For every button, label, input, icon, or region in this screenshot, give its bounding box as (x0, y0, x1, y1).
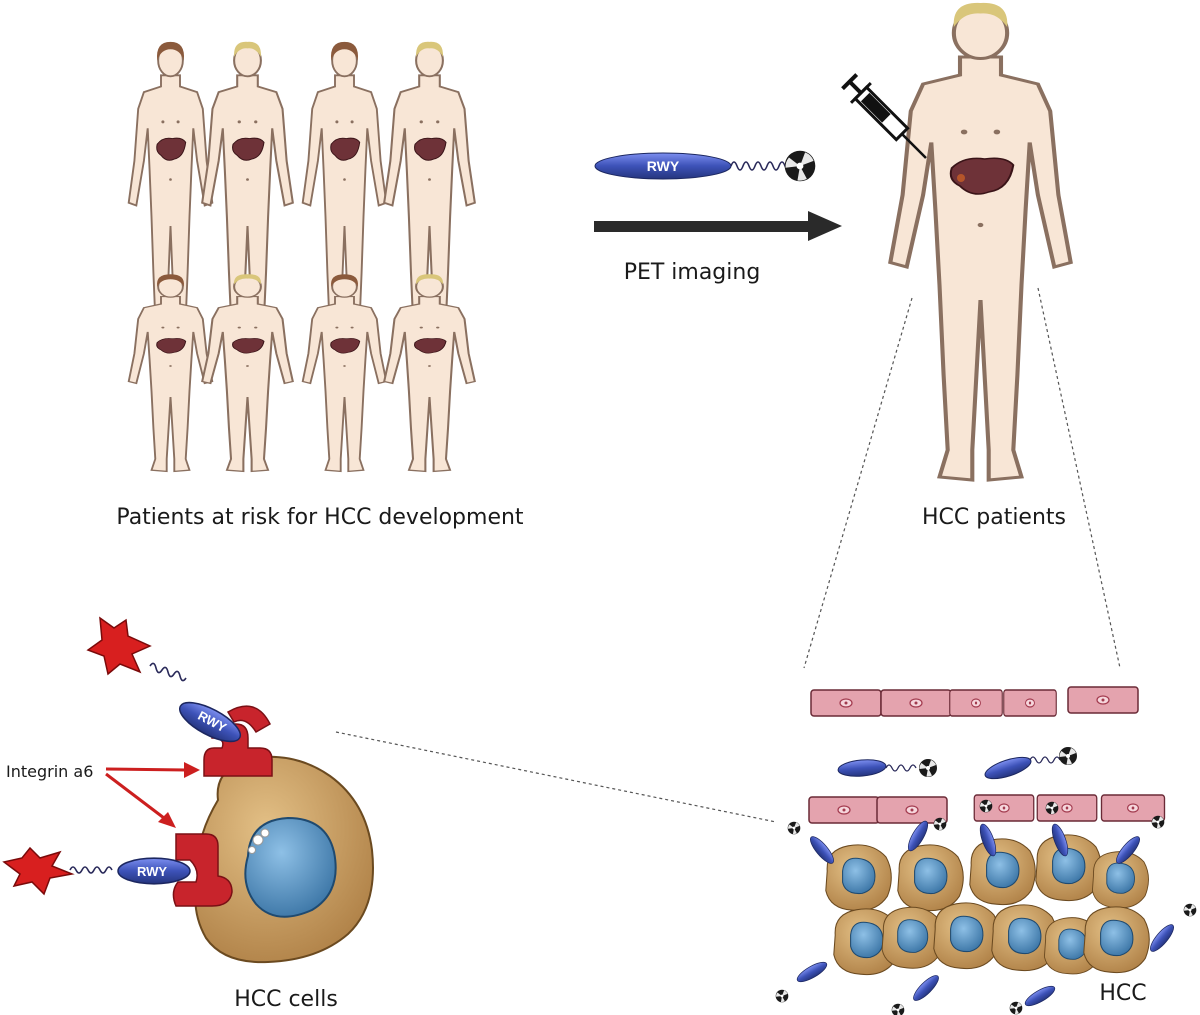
patient-female-3 (127, 274, 214, 473)
hcc-cell-large (194, 755, 374, 964)
bound-probe-bottom: RWY (2, 846, 191, 896)
pet-arrow (594, 211, 842, 241)
zoom-guide-lines (335, 287, 1121, 823)
patient-male-4 (383, 274, 476, 473)
at-risk-label: Patients at risk for HCC development (116, 505, 524, 530)
hcc-cells-label: HCC cells (234, 987, 338, 1012)
syringe-icon (841, 73, 927, 159)
bound-probe-top: RWY (86, 616, 247, 750)
pet-probe: RWY (594, 150, 816, 182)
hcc-patients-label: HCC patients (922, 505, 1066, 530)
patient-male-3 (201, 274, 294, 473)
hcc-tumor-cluster (825, 834, 1150, 976)
patient-female-4 (301, 274, 388, 473)
warhead-star-icon (2, 846, 75, 896)
probe-rwy-label: RWY (137, 864, 167, 879)
integrin-arrows (105, 762, 200, 828)
integrin-label: Integrin a6 (6, 762, 93, 781)
warhead-star-icon (86, 616, 152, 676)
radioactive-icon (784, 150, 816, 182)
blood-vessel-top (810, 686, 1139, 717)
hcc-label: HCC (1099, 981, 1146, 1006)
free-probes (836, 747, 1077, 784)
tumor-spot (957, 174, 965, 182)
at-risk-patients-group (127, 41, 476, 473)
probe-rwy-label: RWY (647, 158, 680, 174)
hcc-patient-figure (890, 2, 1070, 480)
pet-imaging-label: PET imaging (624, 260, 761, 285)
integrin-receptor-bottom (172, 833, 233, 907)
